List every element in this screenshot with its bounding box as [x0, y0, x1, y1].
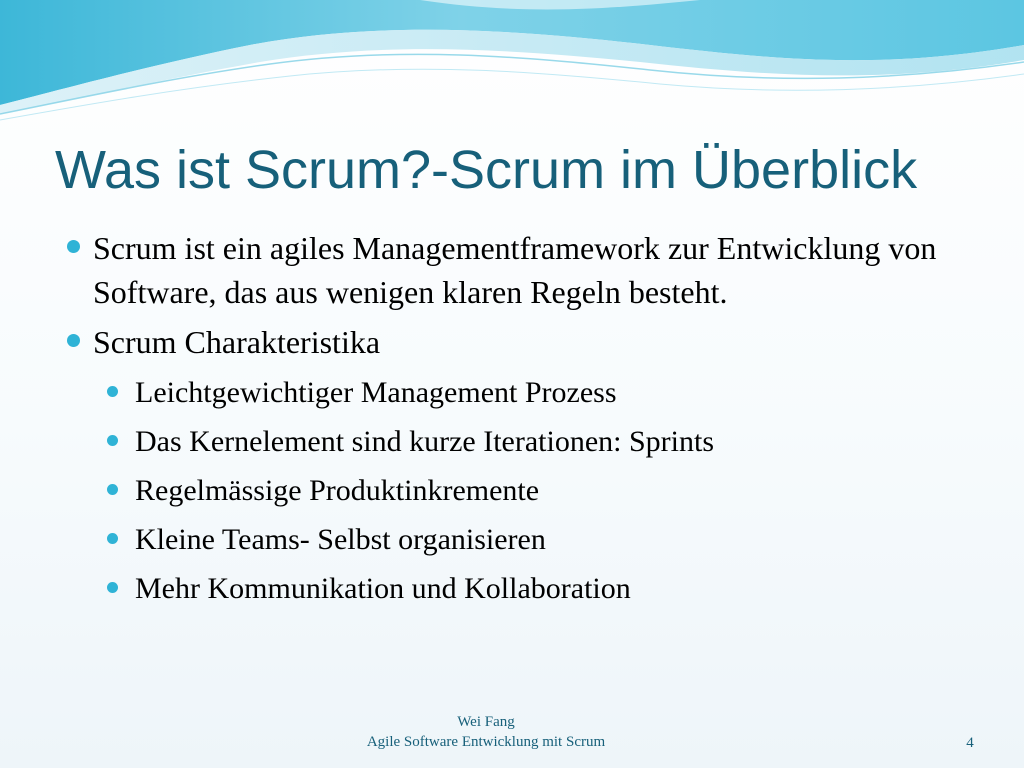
slide-title: Was ist Scrum?-Scrum im Überblick — [55, 140, 918, 200]
sub-bullet-list: Leichtgewichtiger Management Prozess Das… — [105, 368, 963, 613]
footer-author: Wei Fang — [457, 714, 515, 730]
bullet-dot-icon — [107, 582, 118, 593]
bullet-text: Scrum Charakteristika — [93, 324, 381, 360]
bullet-dot-icon — [67, 240, 80, 253]
sub-bullet-item: Regelmässige Produktinkremente — [105, 466, 963, 515]
header-wave-decoration — [0, 0, 1024, 121]
sub-bullet-text: Mehr Kommunikation und Kollaboration — [135, 572, 631, 605]
bullet-dot-icon — [107, 435, 118, 446]
footer-subtitle: Agile Software Entwicklung mit Scrum — [366, 734, 606, 750]
sub-bullet-item: Kleine Teams- Selbst organisieren — [105, 515, 963, 564]
sub-bullet-item: Das Kernelement sind kurze Iterationen: … — [105, 417, 963, 466]
bullet-dot-icon — [107, 484, 118, 495]
bullet-dot-icon — [67, 334, 80, 347]
sub-bullet-text: Leichtgewichtiger Management Prozess — [135, 376, 617, 409]
bullet-item-characteristics: Scrum Charakteristika Leichtgewichtiger … — [63, 320, 963, 613]
bullet-list: Scrum ist ein agiles Managementframework… — [63, 226, 963, 613]
slide-content: Scrum ist ein agiles Managementframework… — [63, 226, 963, 619]
sub-bullet-item: Leichtgewichtiger Management Prozess — [105, 368, 963, 417]
bullet-dot-icon — [107, 386, 118, 397]
bullet-dot-icon — [107, 533, 118, 544]
sub-bullet-text: Das Kernelement sind kurze Iterationen: … — [135, 425, 714, 458]
bullet-item-definition: Scrum ist ein agiles Managementframework… — [63, 226, 963, 314]
sub-bullet-item: Mehr Kommunikation und Kollaboration — [105, 564, 963, 613]
sub-bullet-text: Kleine Teams- Selbst organisieren — [135, 523, 546, 556]
sub-bullet-text: Regelmässige Produktinkremente — [135, 474, 540, 507]
footer: Wei Fang Agile Software Entwicklung mit … — [286, 712, 686, 752]
bullet-text: Scrum ist ein agiles Managementframework… — [93, 230, 937, 310]
page-number: 4 — [966, 735, 974, 751]
